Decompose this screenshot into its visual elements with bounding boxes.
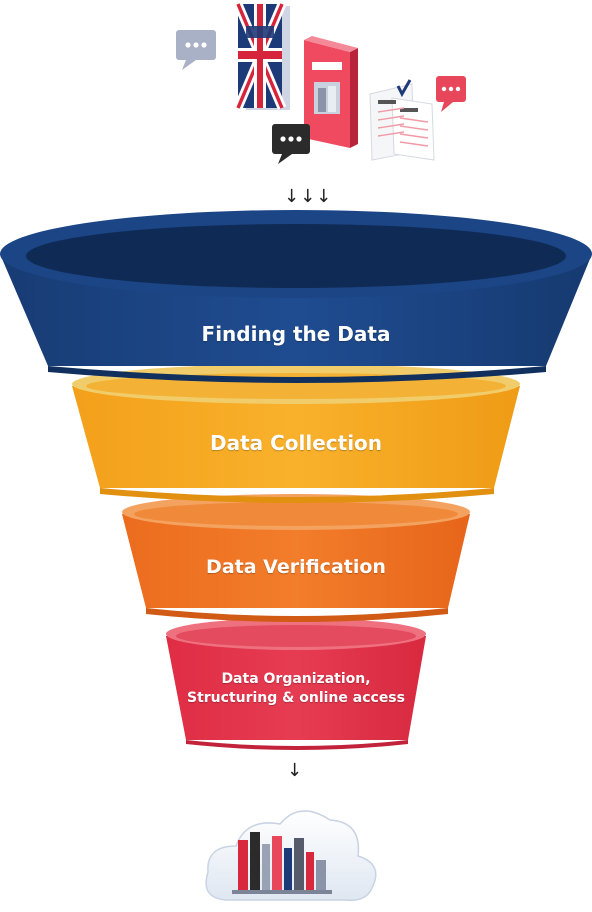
stage-label-finding-the-data: Finding the Data <box>201 322 391 346</box>
chat-bubble-icon <box>272 124 310 164</box>
chat-bubble-icon <box>176 30 216 70</box>
uk-flag-book-icon <box>233 2 290 110</box>
red-book-icon <box>304 36 358 148</box>
stage-label-data-collection: Data Collection <box>209 431 383 455</box>
stage-label-line-2: Structuring & online access <box>187 690 405 706</box>
outflow-arrow: ↓ <box>287 760 303 781</box>
stage-label-line-1: Data Organization, <box>221 671 371 687</box>
stage-label-data-organization: Data Organization, Structuring & online … <box>170 670 422 708</box>
inflow-arrows: ↓↓↓ <box>284 186 333 207</box>
funnel-stage-1 <box>0 210 592 383</box>
stage-label-data-verification: Data Verification <box>206 556 386 578</box>
funnel-stage-3 <box>122 494 470 622</box>
top-icon-cluster <box>176 2 466 164</box>
cloud-library-icon <box>205 810 377 901</box>
chat-bubble-icon <box>436 76 466 112</box>
funnel-stage-4 <box>166 618 426 750</box>
document-pages-icon <box>369 79 435 161</box>
